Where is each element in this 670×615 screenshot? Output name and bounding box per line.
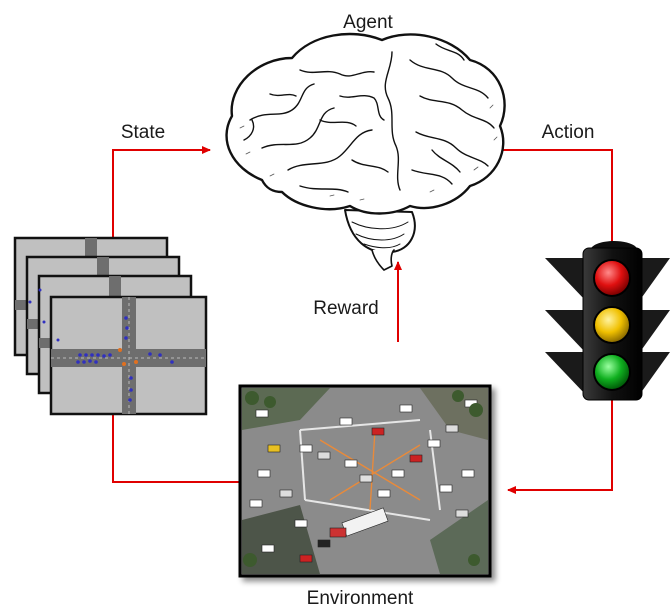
red-light-icon [593, 259, 631, 297]
sim-frame-1 [28, 288, 208, 416]
reward-label: Reward [313, 298, 378, 319]
yellow-light-icon [593, 306, 631, 344]
state-label: State [121, 122, 165, 143]
environment-to-state-line [112, 385, 240, 483]
intersection-aerial-photo [238, 384, 492, 578]
state-arrow [112, 146, 211, 262]
green-light-icon [593, 353, 631, 391]
state-snapshots-stack [13, 236, 208, 416]
brain-illustration [225, 32, 506, 271]
agent-label: Agent [343, 12, 393, 33]
sim-vehicles [28, 288, 174, 402]
environment-label: Environment [307, 588, 414, 609]
action-label: Action [542, 122, 595, 143]
traffic-light-icon [545, 241, 670, 401]
